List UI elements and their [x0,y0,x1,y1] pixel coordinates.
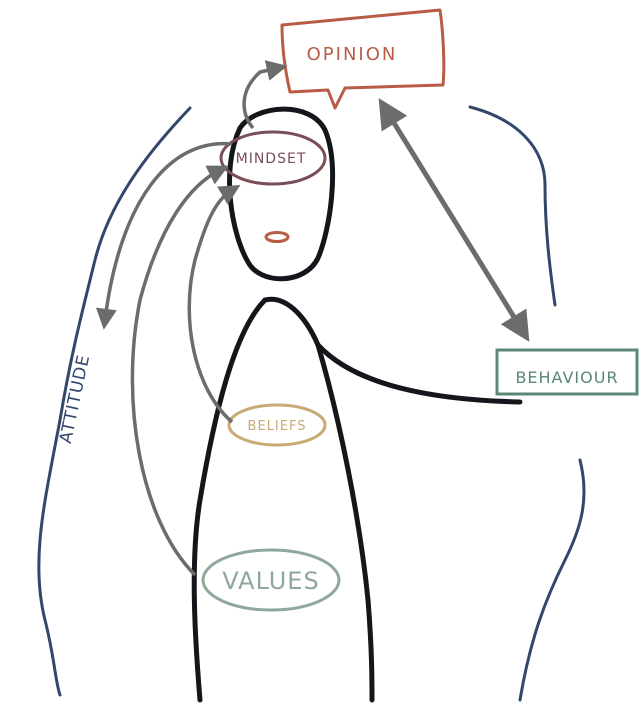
body-right-lower [315,342,375,703]
behaviour-box [495,348,639,396]
attitude-wave-left [37,106,192,697]
body-right-and-arm [262,296,523,405]
arrow-mindset-to-opinion [242,60,288,130]
attitude-wave-right-top [468,105,557,307]
body-left [191,297,268,703]
arrow-values-to-mindset [130,165,229,577]
attitude-label: ATTITUDE [56,353,94,446]
arrow-opinion-behaviour [378,98,530,342]
arrow-beliefs-to-mindset [187,185,241,424]
opinion-label: OPINION [307,44,398,65]
mindset-label: MINDSET [236,151,307,167]
opinion-bubble [280,8,446,110]
behaviour-label: BEHAVIOUR [515,368,618,387]
head-outline [227,106,336,282]
attitude-wave-right-bottom [518,458,586,702]
beliefs-label: BELIEFS [248,419,307,434]
beliefs-ellipse [227,403,327,447]
values-label: VALUES [222,567,319,595]
mindset-ellipse [219,130,327,186]
mouth [264,231,290,243]
arrow-mindset-to-attitude [95,141,233,330]
values-ellipse [201,548,341,612]
